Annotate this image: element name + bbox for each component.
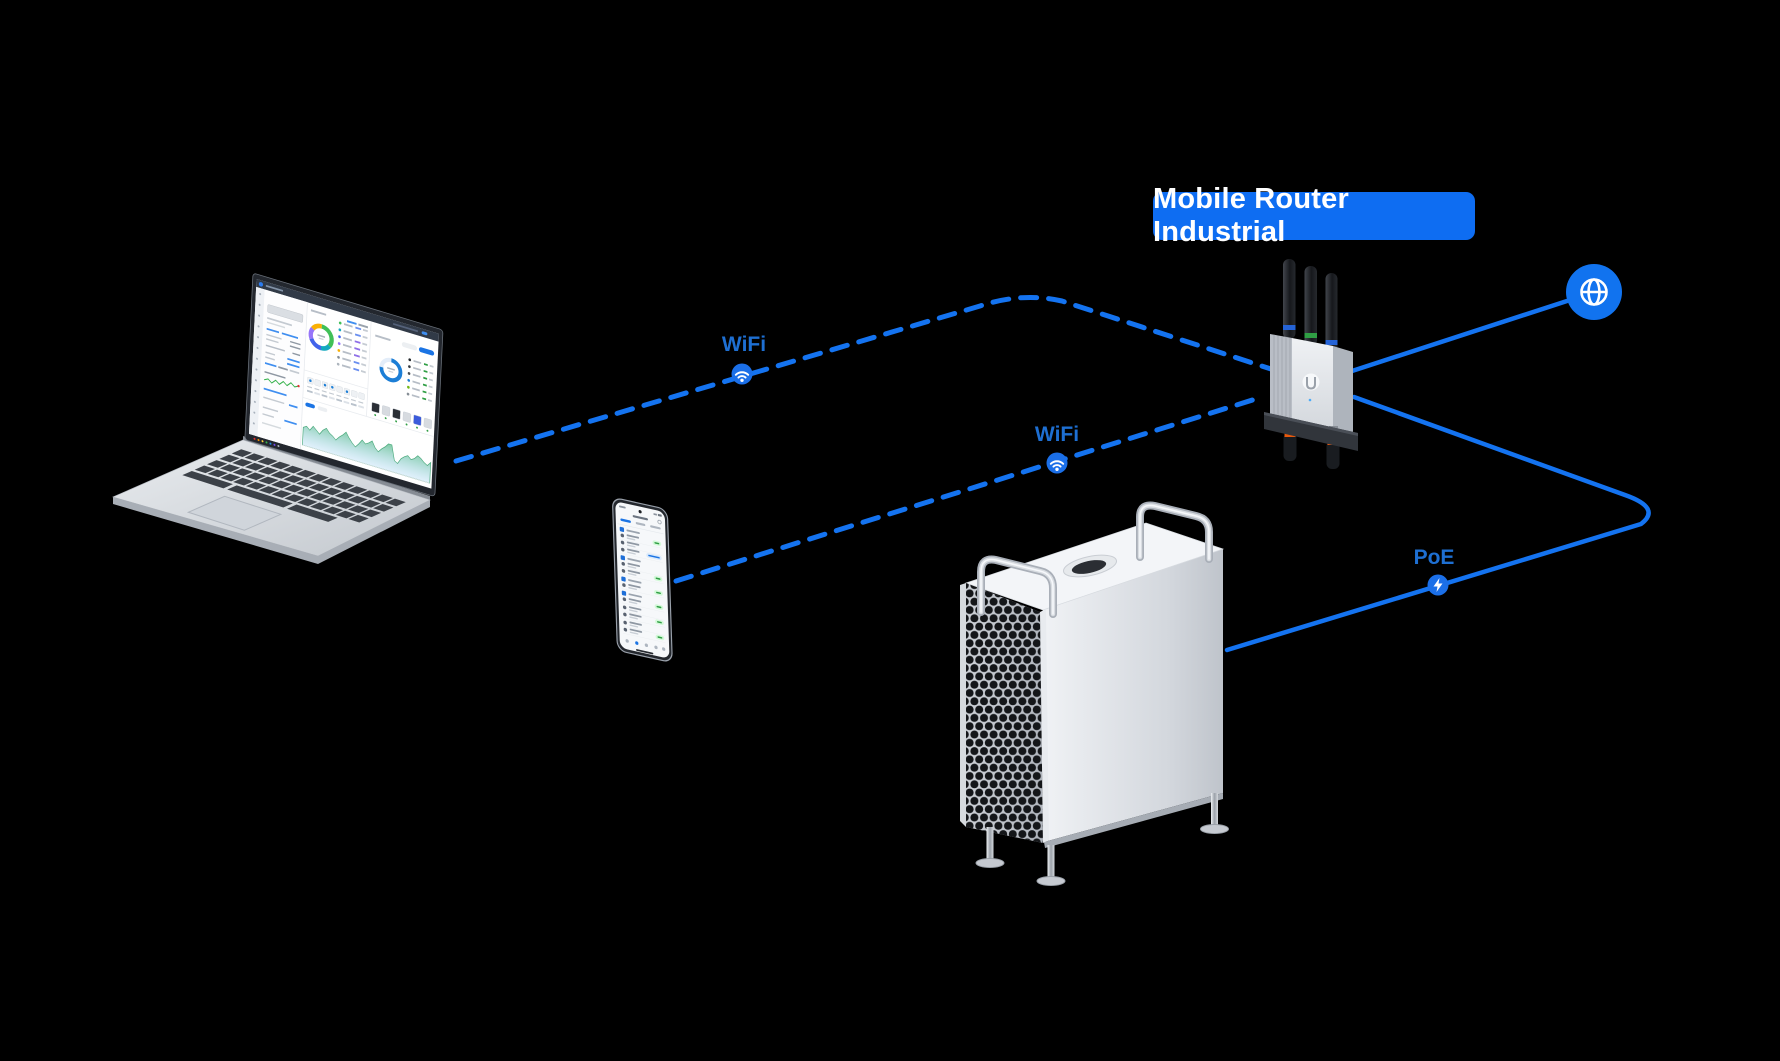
router-status-led [1308,398,1312,402]
tower-front-handle [977,555,1057,618]
phone [612,498,673,662]
phone-device-list [619,526,666,643]
laptop-trackpad [188,496,281,530]
ports-status-widget [306,376,365,409]
router-antenna-right [1325,273,1338,352]
router-label-badge: Mobile Router Industrial [1153,183,1475,248]
poe-lightning-icon [1427,574,1449,596]
router-ribbed-side [1270,334,1292,424]
router-bottom-cap [1264,412,1358,451]
uptime-sparkline [263,378,299,388]
tower-feet [975,793,1229,886]
phone-tab-active [620,518,631,523]
dock-icons [253,437,280,448]
router-bottom-antennas [1283,433,1340,469]
wifi-icon [1046,452,1068,474]
wifi-link-label: WiFi [1034,423,1080,446]
router-right-side [1333,346,1353,437]
device-photo-thumbnail [267,304,304,323]
throughput-area-chart [302,402,432,484]
tower-honeycomb-grille [966,583,1043,843]
devices-widget [371,402,432,432]
laptop-base-front-edge [113,497,430,564]
router-antenna-left [1283,259,1296,339]
mobile-router [1264,259,1358,469]
dashboard-icon-rail [248,286,265,437]
phone-home-indicator [636,649,654,655]
laptop [113,273,444,564]
dashboard-logo [258,282,264,287]
poe-connection-router-tower [1224,394,1651,653]
wired-connection-router-internet [1349,298,1570,374]
phone-bottom-nav [625,639,666,651]
clients-donut-chart [379,357,403,383]
poe-link-label: PoE [1413,546,1455,569]
dashboard-topbar [256,279,439,342]
phone-app-title [632,515,649,521]
tower-side-panel [1043,549,1223,842]
wifi-connection-phone-router [673,394,1265,584]
router-antenna-middle [1304,266,1317,346]
laptop-keyboard [182,449,406,523]
traffic-legend [336,321,368,374]
traffic-donut-chart [308,323,334,351]
wifi-connection-laptop-router [453,294,1274,464]
wifi-icon [731,363,753,385]
tower-computer [960,501,1229,886]
wifi-link-label: WiFi [721,333,767,356]
internet-globe-icon [1566,264,1622,320]
laptop-screen [244,273,444,497]
clients-legend [406,358,434,403]
phone-camera-dot [638,510,642,514]
tower-back-handle [1136,501,1213,563]
